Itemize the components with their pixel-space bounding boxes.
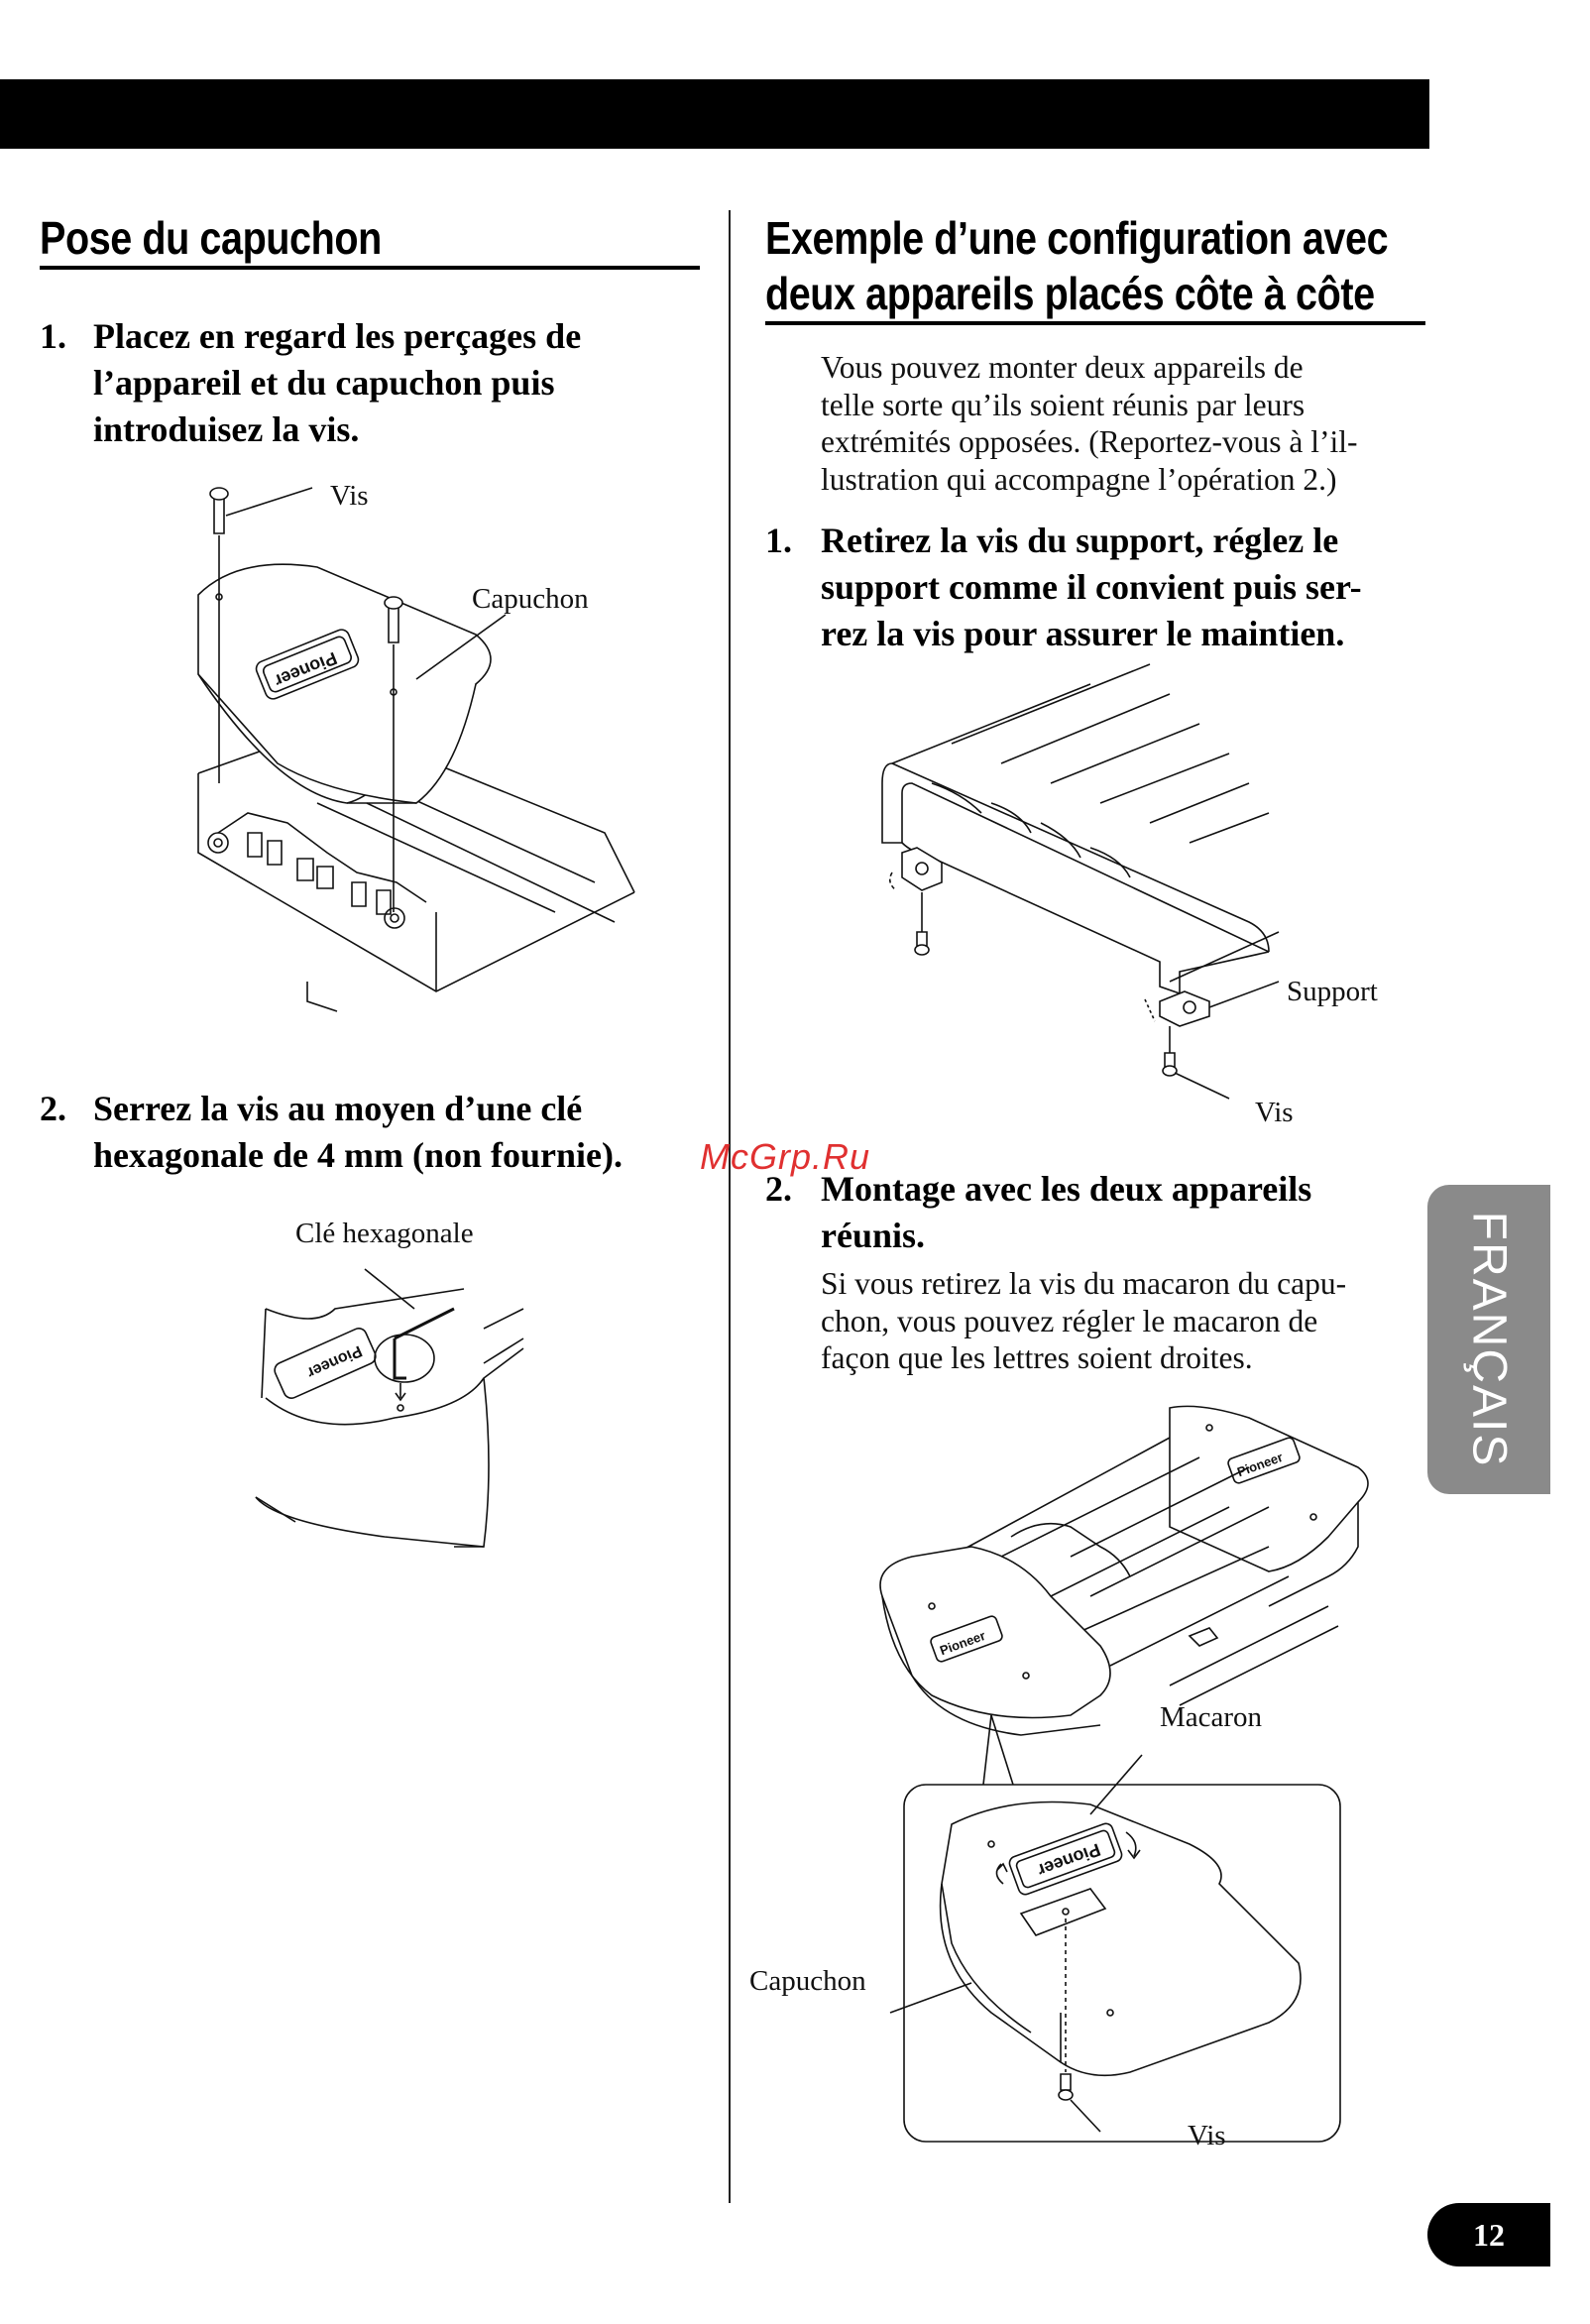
- page-number: 12: [1427, 2203, 1550, 2266]
- language-tab: FRANÇAIS: [1427, 1185, 1550, 1494]
- paragraph-line: Vous pouvez monter deux appareils de: [821, 350, 1304, 385]
- label-vis-support: Vis: [1255, 1097, 1294, 1128]
- paragraph-line: telle sorte qu’ils soient réunis par leu…: [821, 387, 1306, 422]
- figure-two-units-joined: Pioneer Pioneer: [872, 1408, 1388, 1745]
- column-divider: [729, 210, 731, 2203]
- left-step-2: 2. Serrez la vis au moyen d’une clé hexa…: [40, 1086, 734, 1185]
- step-text: Retirez la vis du support, réglez le sup…: [821, 518, 1362, 657]
- step-line: introduisez la vis.: [93, 409, 360, 449]
- step-number: 2.: [40, 1089, 66, 1128]
- step-line: support comme il convient puis ser-: [821, 567, 1362, 607]
- heading-rule: [40, 266, 700, 270]
- paragraph-line: Si vous retirez la vis du macaron du cap…: [821, 1266, 1347, 1301]
- section-heading-line1: Exemple d’une configuration avec: [765, 212, 1389, 264]
- step-line: Serrez la vis au moyen d’une clé: [93, 1089, 583, 1128]
- step-line: réunis.: [821, 1216, 926, 1255]
- watermark: McGrp.Ru: [700, 1136, 871, 1177]
- label-cle-hexagonale: Clé hexagonale: [295, 1218, 474, 1249]
- figure-hex-key: Pioneer: [256, 1269, 533, 1547]
- label-vis-detail: Vis: [1188, 2120, 1226, 2151]
- heading-rule: [765, 321, 1425, 325]
- step-number: 1.: [40, 316, 66, 356]
- paragraph-line: chon, vous pouvez régler le macaron de: [821, 1303, 1318, 1338]
- paragraph-line: extrémités opposées. (Reportez-vous à l’…: [821, 424, 1358, 459]
- step-line: Placez en regard les perçages de: [93, 316, 582, 356]
- label-capuchon-detail: Capuchon: [749, 1965, 866, 1997]
- paragraph-line: façon que les lettres soient droites.: [821, 1340, 1253, 1375]
- step-line: Retirez la vis du support, réglez le: [821, 521, 1339, 560]
- right-step-1: 1. Retirez la vis du support, réglez le …: [765, 518, 1439, 666]
- label-macaron: Macaron: [1160, 1701, 1263, 1733]
- label-capuchon: Capuchon: [472, 583, 589, 615]
- label-support: Support: [1287, 976, 1378, 1007]
- figure-detail-capuchon: Pioneer: [892, 1715, 1348, 2171]
- step-line: rez la vis pour assurer le maintien.: [821, 614, 1345, 653]
- section-heading-line2: deux appareils placés côte à côte: [765, 268, 1375, 319]
- left-step-1: 1. Placez en regard les perçages de l’ap…: [40, 313, 714, 462]
- figure-capuchon-installation: Pioneer: [178, 476, 644, 1031]
- figure-support-bracket: [872, 684, 1289, 1101]
- intro-paragraph: Vous pouvez monter deux appareils de tel…: [821, 349, 1435, 498]
- step-number: 1.: [765, 521, 792, 560]
- step2-paragraph: Si vous retirez la vis du macaron du cap…: [821, 1265, 1435, 1377]
- language-tab-label: FRANÇAIS: [1462, 1211, 1516, 1468]
- step-text: Serrez la vis au moyen d’une clé hexagon…: [93, 1086, 623, 1179]
- step-line: l’appareil et du capuchon puis: [93, 363, 555, 403]
- header-bar: [0, 79, 1429, 149]
- right-step-2: 2. Montage avec les deux appareils réuni…: [765, 1166, 1439, 1265]
- step-line: hexagonale de 4 mm (non fournie).: [93, 1135, 623, 1175]
- step-line: Montage avec les deux appareils: [821, 1169, 1312, 1209]
- step-number: 2.: [765, 1169, 792, 1209]
- label-vis: Vis: [330, 480, 369, 512]
- step-text: Montage avec les deux appareils réunis.: [821, 1166, 1311, 1259]
- section-heading-pose-du-capuchon: Pose du capuchon: [40, 212, 382, 264]
- paragraph-line: lustration qui accompagne l’opération 2.…: [821, 461, 1337, 497]
- step-text: Placez en regard les perçages de l’appar…: [93, 313, 581, 453]
